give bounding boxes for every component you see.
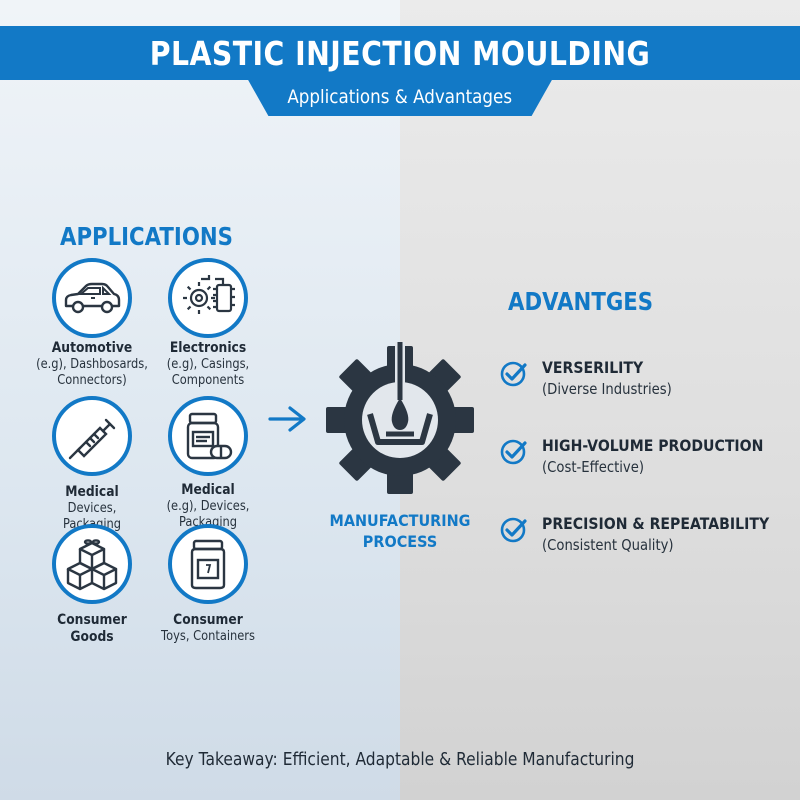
application-desc-line2: Components (171, 373, 245, 388)
application-icon-circle (168, 258, 248, 338)
application-desc-line1: (e.g), Dashbosards, (36, 357, 148, 372)
title-banner: PLASTIC INJECTION MOULDING (0, 26, 800, 80)
application-consumer-toys: Consumer Toys, Containers (133, 524, 283, 645)
advantage-item: PRECISION & REPEATABILITY (Consistent Qu… (500, 514, 800, 556)
application-icon-circle (168, 524, 248, 604)
advantage-subtitle: (Diverse Industries) (542, 380, 672, 398)
arrow-right-icon (268, 406, 306, 432)
application-label: Consumer (173, 612, 243, 628)
jar-icon (190, 539, 226, 590)
application-label: Electronics (169, 340, 247, 356)
application-electronics: Electronics (e.g), Casings, Components (133, 258, 283, 389)
application-label: Automotive (51, 340, 133, 356)
application-medical: Medical Devices, Packaging (17, 396, 167, 533)
check-circle-icon (500, 439, 527, 465)
application-consumer-goods: Consumer Goods (17, 524, 167, 646)
subtitle-banner: Applications & Advantages (247, 78, 553, 116)
application-desc-line2: Connectors) (57, 373, 127, 388)
application-desc-line1: Devices, (67, 501, 117, 516)
check-circle-icon (500, 517, 527, 543)
advantage-text: HIGH-VOLUME PRODUCTION (Cost-Effective) (542, 436, 794, 478)
right-panel-background (400, 0, 800, 800)
application-desc-line1: (e.g), Casings, (166, 357, 250, 372)
syringe-icon (68, 418, 116, 460)
advantages-heading: ADVANTGES (508, 287, 654, 316)
advantage-subtitle: (Cost-Effective) (542, 458, 644, 476)
application-desc-line1: (e.g), Devices, (166, 499, 250, 514)
pill-bottle-icon (186, 412, 233, 460)
application-icon-circle (52, 524, 132, 604)
application-icon-circle (52, 258, 132, 338)
application-label: Medical (181, 482, 235, 498)
advantage-subtitle: (Consistent Quality) (542, 536, 674, 554)
car-icon (64, 282, 121, 314)
advantage-item: VERSERILITY (Diverse Industries) (500, 358, 690, 400)
advantage-title: PRECISION & REPEATABILITY (542, 514, 770, 533)
application-icon-circle (168, 396, 248, 476)
application-label: Medical (65, 484, 119, 500)
page-title: PLASTIC INJECTION MOULDING (149, 33, 651, 73)
application-desc-line1: Goods (70, 629, 114, 645)
application-medical-packaging: Medical (e.g), Devices, Packaging (133, 396, 283, 531)
advantage-text: PRECISION & REPEATABILITY (Consistent Qu… (542, 514, 800, 556)
toy-blocks-icon (66, 539, 118, 591)
advantage-text: VERSERILITY (Diverse Industries) (542, 358, 690, 400)
applications-heading: APPLICATIONS (60, 222, 233, 251)
advantage-title: HIGH-VOLUME PRODUCTION (542, 436, 764, 455)
process-label-line2: PROCESS (362, 532, 438, 551)
page-subtitle: Applications & Advantages (287, 86, 513, 108)
application-automotive: Automotive (e.g), Dashbosards, Connector… (17, 258, 167, 389)
check-circle-icon (500, 361, 527, 387)
key-takeaway: Key Takeaway: Efficient, Adaptable & Rel… (165, 749, 635, 770)
advantage-title: VERSERILITY (542, 358, 644, 377)
application-label: Consumer (57, 612, 127, 628)
application-desc-line1: Toys, Containers (161, 629, 255, 644)
circuit-gear-icon (183, 275, 235, 314)
process-label: MANUFACTURING PROCESS (328, 510, 472, 552)
application-icon-circle (52, 396, 132, 476)
process-label-line1: MANUFACTURING (329, 511, 471, 530)
gear-mould-icon (326, 342, 474, 494)
advantage-item: HIGH-VOLUME PRODUCTION (Cost-Effective) (500, 436, 794, 478)
